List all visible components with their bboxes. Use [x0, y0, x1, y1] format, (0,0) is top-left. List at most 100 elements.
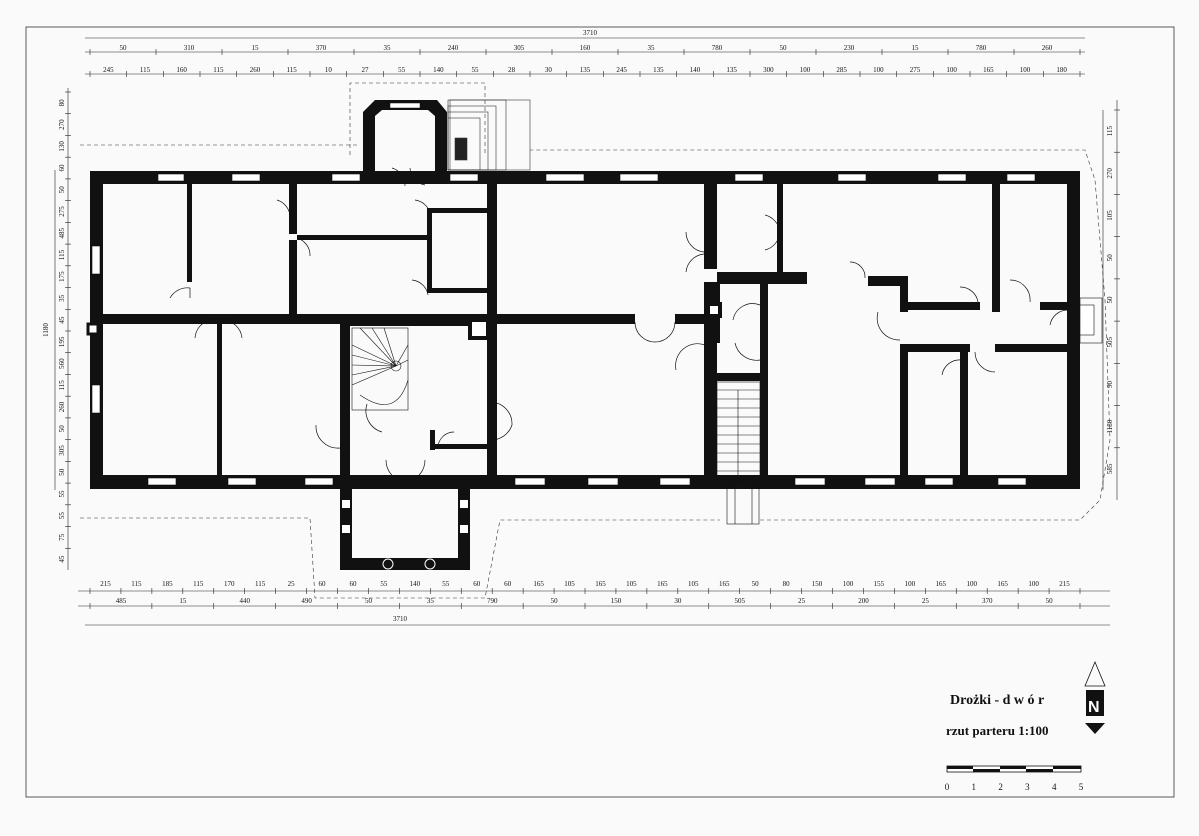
top-dimension-label: 15 [252, 44, 260, 52]
bottom-dimension-label: 50 [752, 580, 760, 588]
top-dimension-label: 305 [514, 44, 525, 52]
top-dimension-label: 300 [763, 66, 774, 74]
bottom-dimension-label: 35 [427, 597, 435, 605]
scale-bar: 0 1 2 3 4 5 [945, 765, 1084, 792]
east-entrance [1079, 297, 1103, 344]
top-dimension-label: 260 [1042, 44, 1053, 52]
bottom-overall-dimension: 3710 [393, 615, 408, 623]
left-dimension-label: 115 [58, 249, 66, 260]
top-dimension-label: 140 [433, 66, 444, 74]
bottom-dimension-label: 215 [1059, 580, 1070, 588]
left-dimension-label: 260 [58, 401, 66, 412]
top-dimension-label: 135 [580, 66, 591, 74]
bottom-dimension-label: 25 [288, 580, 296, 588]
top-dimension-label: 10 [325, 66, 333, 74]
top-dimension-label: 115 [140, 66, 151, 74]
top-dimension-label: 165 [983, 66, 994, 74]
north-arrow: N [1084, 660, 1106, 734]
bottom-dimension-lines [78, 590, 1110, 626]
bottom-dimension-label: 155 [874, 580, 885, 588]
top-dimension-lines [85, 37, 1085, 75]
bottom-dimension-label: 115 [131, 580, 142, 588]
top-dimension-label: 230 [844, 44, 855, 52]
top-dimension-label: 100 [873, 66, 884, 74]
bottom-dimension-label: 15 [179, 597, 187, 605]
bottom-dimension-label: 185 [162, 580, 173, 588]
bottom-dimension-label: 165 [595, 580, 606, 588]
scale-bar-label: 1 [972, 782, 977, 792]
bottom-dimension-label: 60 [504, 580, 512, 588]
scale-bar-label: 3 [1025, 782, 1030, 792]
top-dimension-label: 260 [250, 66, 261, 74]
top-dimension-label: 135 [726, 66, 737, 74]
left-dimension-label: 50 [58, 425, 66, 433]
bottom-dimension-label: 490 [301, 597, 312, 605]
left-dimension-lines [54, 88, 69, 570]
bottom-dimension-label: 370 [982, 597, 993, 605]
right-dimension-label: 90 [1106, 380, 1114, 388]
top-dimension-label: 245 [103, 66, 114, 74]
top-dimension-label: 780 [976, 44, 987, 52]
top-dimension-label: 30 [545, 66, 553, 74]
left-dimension-label: 305 [58, 445, 66, 456]
bottom-dimension-label: 50 [551, 597, 559, 605]
spiral-staircase [351, 327, 409, 411]
bottom-dimension-label: 485 [116, 597, 127, 605]
bottom-dimension-label: 215 [100, 580, 111, 588]
top-dimension-label: 160 [176, 66, 187, 74]
top-dimension-label: 50 [120, 44, 128, 52]
bottom-dimension-label: 60 [319, 580, 327, 588]
bottom-dimension-label: 150 [812, 580, 823, 588]
left-dimension-label: 130 [58, 141, 66, 152]
top-dimension-label: 285 [836, 66, 847, 74]
top-dimension-label: 310 [184, 44, 195, 52]
top-dimension-label: 140 [690, 66, 701, 74]
left-dimension-label: 270 [58, 119, 66, 130]
left-dimension-label: 35 [58, 294, 66, 302]
scale-bar-label: 2 [998, 782, 1003, 792]
left-dimension-label: 560 [58, 358, 66, 369]
top-dimension-label: 275 [910, 66, 921, 74]
bottom-dimension-label: 115 [255, 580, 266, 588]
bottom-dimension-label: 170 [224, 580, 235, 588]
bottom-dimension-label: 25 [922, 597, 930, 605]
bottom-dimension-label: 100 [1028, 580, 1039, 588]
straight-staircase [716, 381, 761, 525]
top-dimension-label: 115 [213, 66, 224, 74]
top-dimension-label: 370 [316, 44, 327, 52]
scale-bar-label: 5 [1079, 782, 1084, 792]
left-dimension-label: 50 [58, 186, 66, 194]
right-dimension-label: 585 [1106, 463, 1114, 474]
north-arrow-icon [1084, 660, 1106, 687]
bottom-dimension-label: 200 [858, 597, 869, 605]
right-dimension-label: 270 [1106, 168, 1114, 179]
top-vestibule [363, 100, 447, 171]
top-dimension-label: 28 [508, 66, 516, 74]
left-dimension-label: 115 [58, 380, 66, 391]
door-swings [169, 167, 1069, 483]
right-dimension-label: 1180 [1106, 419, 1114, 433]
top-dimension-label: 180 [1056, 66, 1067, 74]
top-dimension-label: 100 [800, 66, 811, 74]
scale-bar-label: 4 [1052, 782, 1057, 792]
bottom-dimension-label: 30 [674, 597, 682, 605]
bottom-dimension-label: 25 [798, 597, 806, 605]
left-dimension-label: 80 [58, 99, 66, 107]
bottom-dimension-label: 50 [1046, 597, 1054, 605]
scale-bar-label: 0 [945, 782, 950, 792]
right-dimension-label: 105 [1106, 210, 1114, 221]
bottom-dimension-label: 505 [734, 597, 745, 605]
bottom-dimension-label: 165 [533, 580, 544, 588]
bottom-dimension-label: 440 [239, 597, 250, 605]
north-letter: N [1088, 699, 1100, 716]
top-dimension-label: 15 [912, 44, 920, 52]
top-entrance-steps [447, 99, 531, 171]
top-dimension-label: 240 [448, 44, 459, 52]
left-dimension-label: 485 [58, 227, 66, 238]
bottom-porch [340, 488, 470, 570]
top-dimension-label: 27 [362, 66, 370, 74]
bottom-dimension-label: 80 [783, 580, 791, 588]
left-dimension-label: 55 [58, 490, 66, 498]
bottom-dimension-label: 165 [936, 580, 947, 588]
